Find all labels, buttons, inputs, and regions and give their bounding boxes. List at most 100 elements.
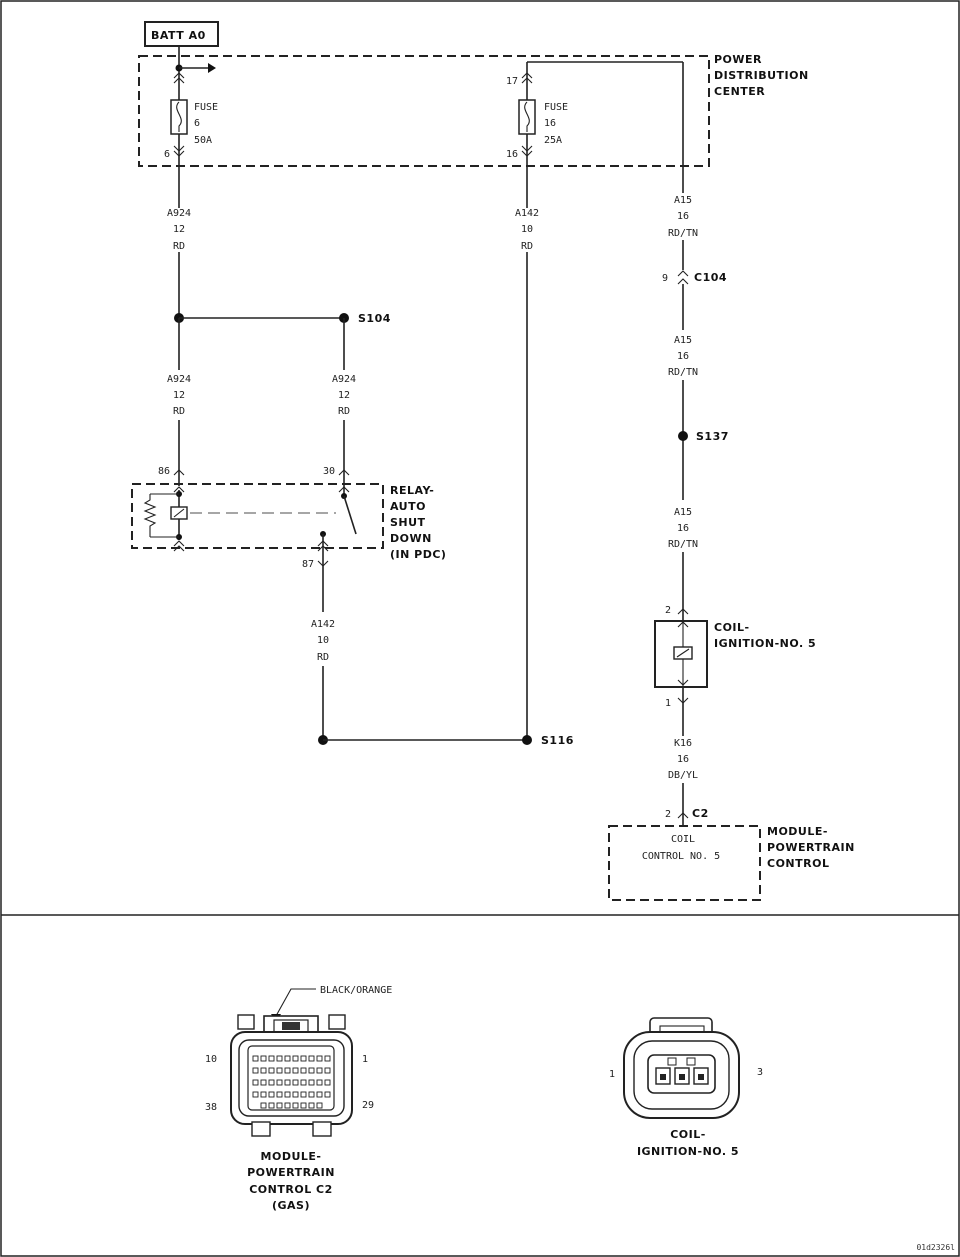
pcm-pin-cavity [276,1079,283,1086]
relay-switch-contact [343,495,357,535]
wire-a15-label-1: A15 16 RD/TN [668,195,698,239]
splice-s137: S137 [678,430,729,443]
svg-text:87: 87 [302,559,314,570]
svg-text:IGNITION-NO. 5: IGNITION-NO. 5 [714,637,816,650]
pcm-pin-cavity [316,1102,323,1109]
pcm-pin-cavity [292,1055,299,1062]
pcm-pin-cavity [276,1091,283,1098]
module-powertrain-control: 2 C2 COIL CONTROL NO. 5 MODULE- POWERTRA… [608,807,854,901]
svg-text:RD/TN: RD/TN [668,367,698,378]
svg-text:MODULE-: MODULE- [767,825,828,838]
figure-id: 01d2326l [916,1243,955,1252]
svg-text:RD: RD [173,406,185,417]
pdc-boundary [138,55,710,167]
pcm-pin-cavity [276,1055,283,1062]
pcm-pin-cavity [284,1091,291,1098]
svg-text:17: 17 [506,76,518,87]
pcm-pin-cavity [316,1055,323,1062]
pcm-pin-cavity [324,1055,331,1062]
coil-ignition-5: 2 COIL- IGNITION-NO. 5 1 [654,605,816,736]
svg-text:DB/YL: DB/YL [668,770,698,781]
svg-text:S116: S116 [541,734,574,747]
pcm-pin-cavity [260,1102,267,1109]
svg-text:1: 1 [362,1054,368,1065]
svg-text:A142: A142 [515,208,539,219]
pcm-pin-cavity [284,1067,291,1074]
svg-text:10: 10 [317,635,329,646]
svg-text:(IN PDC): (IN PDC) [390,548,446,561]
svg-text:S104: S104 [358,312,391,325]
svg-text:DOWN: DOWN [390,532,432,545]
svg-text:A15: A15 [674,335,692,346]
pcm-pin-cavity [292,1067,299,1074]
pcm-pin-cavity [300,1067,307,1074]
svg-text:3: 3 [757,1067,763,1078]
pcm-pin-cavity [324,1091,331,1098]
pcm-pin-cavity [268,1067,275,1074]
wire-a924-right-label: A924 12 RD [332,374,356,417]
svg-text:A924: A924 [332,374,356,385]
svg-text:1: 1 [609,1069,615,1080]
svg-text:CONTROL: CONTROL [767,857,829,870]
pcm-pin-cavity [316,1067,323,1074]
pcm-pin-cavity [284,1079,291,1086]
pcm-pin-cavity [300,1055,307,1062]
svg-text:FUSE: FUSE [194,102,218,113]
svg-text:10: 10 [521,224,533,235]
svg-text:RD: RD [173,241,185,252]
pcm-pin-cavity [324,1079,331,1086]
svg-text:S137: S137 [696,430,729,443]
pcm-pin-cavity [308,1055,315,1062]
svg-text:16: 16 [677,211,689,222]
wire-a142-right-label: A142 10 RD [515,208,539,252]
pcm-pin-cavity [252,1067,259,1074]
pcm-pin-cavity [252,1091,259,1098]
pcm-pin-cavity [268,1055,275,1062]
pcm-pin-cavity [308,1102,315,1109]
svg-text:2: 2 [665,605,671,616]
wire-a924-left-label: A924 12 RD [167,374,191,417]
arrow-right-icon [208,63,216,73]
svg-text:1: 1 [665,698,671,709]
pcm-pin-cavity [276,1102,283,1109]
resistor-icon [143,494,157,537]
pcm-pin-cavity [300,1102,307,1109]
svg-text:2: 2 [665,809,671,820]
relay-auto-shutdown: 86 30 RELAY- AUTO SHUT DOWN (IN PDC) 87 [131,466,446,570]
svg-text:16: 16 [506,149,518,160]
wire-a142-lower-label: A142 10 RD [311,619,335,663]
pcm-pin-cavity [268,1102,275,1109]
svg-text:86: 86 [158,466,170,477]
svg-text:38: 38 [205,1102,217,1113]
pcm-pin-cavity [292,1102,299,1109]
pcm-pin-cavity [268,1091,275,1098]
battery-label-box: BATT A0 [144,21,219,47]
svg-text:6: 6 [164,149,170,160]
pdc-label-line2: DISTRIBUTION [714,69,809,82]
svg-text:C104: C104 [694,271,727,284]
pcm-pin-cavity [260,1079,267,1086]
svg-text:RD/TN: RD/TN [668,539,698,550]
pcm-pin-cavity [308,1079,315,1086]
pcm-pin-cavity [260,1067,267,1074]
pcm-pin-cavity [260,1091,267,1098]
svg-text:A924: A924 [167,208,191,219]
svg-text:IGNITION-NO. 5: IGNITION-NO. 5 [637,1145,739,1158]
pcm-pin-cavity [276,1067,283,1074]
svg-text:COIL-: COIL- [670,1128,706,1141]
pcm-pin-cavity [292,1079,299,1086]
pcm-pin-cavity [292,1091,299,1098]
battery-label: BATT A0 [151,29,206,42]
wire-a15-label-3: A15 16 RD/TN [660,503,706,550]
svg-text:K16: K16 [674,738,692,749]
pcm-pin-cavity [252,1079,259,1086]
svg-text:SHUT: SHUT [390,516,426,529]
pdc-label-line1: POWER [714,53,762,66]
svg-text:12: 12 [173,390,185,401]
svg-text:25A: 25A [544,135,562,146]
pcm-pin-grid [252,1055,331,1109]
svg-text:16: 16 [677,523,689,534]
splice-s104: S104 [174,312,391,325]
